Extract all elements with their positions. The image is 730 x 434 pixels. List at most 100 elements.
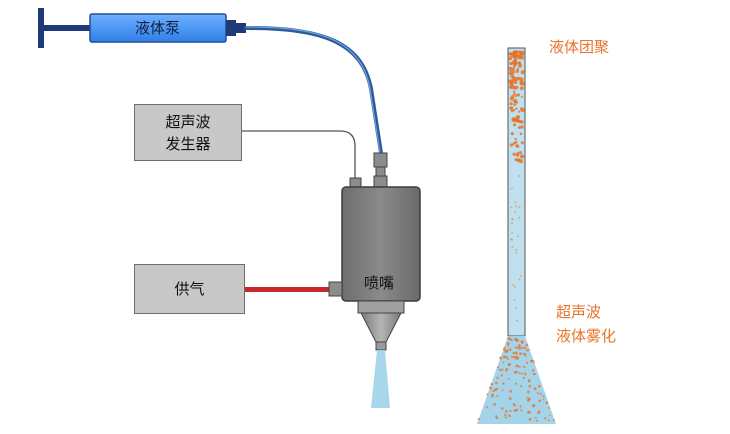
droplet [508,337,511,340]
droplet [514,77,519,81]
droplet [519,275,522,277]
droplet [512,90,516,93]
droplet [510,109,514,113]
atomization-label-line2: 液体雾化 [556,327,617,345]
droplet [492,389,495,393]
droplet [552,419,556,422]
droplet [514,351,518,355]
droplet [508,66,513,71]
droplet [523,346,527,350]
droplet [505,355,508,359]
generator-cable [242,130,356,180]
syringe-pump [38,8,246,48]
droplet [512,284,515,286]
droplet [515,101,519,104]
droplet [515,118,519,123]
droplet [519,405,522,408]
droplet [518,110,521,113]
droplet [518,216,520,219]
droplet [518,206,521,209]
droplet [515,107,518,110]
droplet [511,232,513,235]
droplet [499,356,503,360]
droplet [496,376,499,379]
droplet [514,50,518,54]
droplet [520,372,523,375]
pump-collar [226,20,236,36]
droplet [518,159,524,164]
droplet [523,372,527,376]
liquid-agglomeration-label: 液体团聚 [549,38,610,56]
plunger-handle [38,8,44,48]
droplet [510,238,512,241]
droplet [519,132,523,136]
droplet [513,409,517,412]
droplet [513,92,516,96]
droplet [520,141,524,145]
droplet [518,372,521,375]
droplet [502,361,505,364]
droplet [509,69,512,72]
droplet [504,410,508,413]
nozzle-tip [375,341,387,351]
droplet [520,55,524,60]
ultrasonic-generator-box: 超声波 发生器 [134,104,242,161]
droplet [519,77,524,81]
droplets [477,50,556,422]
droplet [537,392,540,395]
droplet [514,201,517,204]
droplet [511,187,513,190]
droplet [515,249,517,252]
droplet [477,417,480,421]
droplet [515,319,518,322]
droplet [501,389,504,392]
nozzle-neck [357,300,405,314]
droplet [525,349,529,352]
droplet [533,373,536,376]
droplet [485,406,489,409]
droplet [506,342,510,346]
droplet [542,398,545,401]
droplet [495,416,499,420]
droplet [516,93,521,97]
nozzle-label: 喷嘴 [364,274,395,292]
droplet [524,354,527,357]
droplet [489,387,493,390]
droplet [511,218,514,221]
droplet [501,368,504,371]
droplet [513,103,517,107]
droplet [514,137,517,141]
nozzle-horn [360,312,402,343]
droplet [511,222,513,225]
droplet [507,358,510,361]
droplet [514,337,518,341]
droplet [490,382,494,386]
droplet [514,286,516,288]
droplet [517,126,521,129]
droplet [542,395,545,398]
liquid-tube [244,26,383,155]
droplet [528,410,531,414]
droplet [519,80,524,84]
droplet [509,389,513,393]
droplet [507,344,510,347]
droplet [518,151,522,155]
droplet [531,369,535,372]
droplet [507,363,511,366]
droplet [493,403,497,406]
droplet [521,346,524,349]
droplet [519,86,524,91]
droplet [505,350,508,353]
droplet [514,382,517,385]
droplet [495,387,499,391]
droplet [510,74,515,79]
gas-supply-box: 供气 [134,264,245,314]
droplet [531,359,535,363]
droplet [504,416,507,419]
droplet [500,407,504,410]
droplet [516,153,520,157]
droplet [548,414,551,417]
droplet [516,67,520,71]
droplet [522,352,525,355]
